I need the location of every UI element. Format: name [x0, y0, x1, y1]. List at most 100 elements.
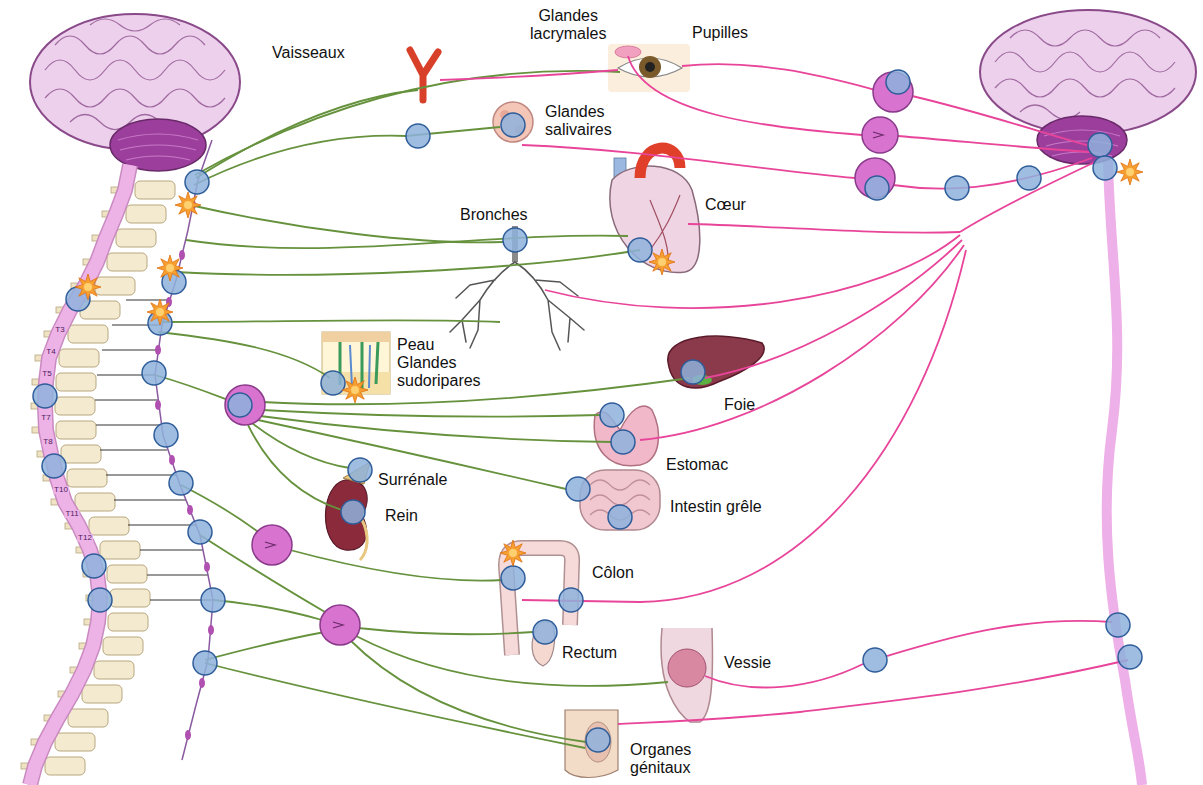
- fibre-line: [248, 425, 342, 510]
- receptor-dot: [501, 113, 525, 137]
- starburst: [147, 299, 173, 325]
- receptor-dot: [501, 566, 525, 590]
- fibre-line: [682, 64, 876, 90]
- vertebra: [95, 277, 135, 295]
- organ-label: Côlon: [590, 564, 636, 582]
- brain-gyrus: [1010, 30, 1160, 46]
- vertebra-label: T11: [64, 510, 79, 518]
- ganglion-circle: [252, 525, 292, 565]
- pelvis-outline: [661, 628, 712, 722]
- ramus-line: [126, 300, 170, 301]
- intestine-shape: [580, 470, 660, 530]
- vertebra: [55, 733, 95, 751]
- brain-gyrus: [45, 60, 225, 80]
- receptor-dot: [82, 554, 106, 578]
- vertebra: [68, 709, 108, 727]
- receptor-dot: [201, 588, 225, 612]
- vertebra-label: T4: [45, 348, 56, 356]
- brain-gyrus: [55, 36, 205, 54]
- vertebra: [61, 445, 101, 463]
- vertebra: [116, 229, 156, 247]
- chain-ganglion: [179, 250, 185, 260]
- vertebra: [56, 421, 96, 439]
- brain-right: [980, 10, 1196, 164]
- vertebra: [94, 661, 134, 679]
- fibre-line: [960, 162, 1095, 232]
- vertebra: [45, 757, 85, 775]
- fibre-line: [196, 90, 418, 178]
- receptor-dot: [533, 620, 557, 644]
- vertebra: [75, 493, 115, 511]
- receptor-dot: [1118, 645, 1142, 669]
- fibre-line: [440, 70, 618, 80]
- ramus-line: [128, 525, 196, 526]
- chain-ganglion: [187, 505, 193, 515]
- receptor-dot: [42, 454, 66, 478]
- fibre-line: [358, 628, 533, 634]
- organ-label: Bronches: [458, 206, 530, 224]
- vertebra: [67, 469, 107, 487]
- fibre-line: [155, 375, 228, 400]
- organ-label: Glandes lacrymales: [528, 7, 608, 43]
- ramus-line: [102, 350, 158, 351]
- genital-organs: [565, 710, 618, 778]
- cerebellum: [110, 119, 206, 171]
- fibre-line: [640, 245, 964, 440]
- vertebra: [108, 613, 148, 631]
- ureter: [360, 520, 367, 560]
- fibre-line: [545, 235, 960, 308]
- receptor-dot: [142, 361, 166, 385]
- receptor-dot: [169, 471, 193, 495]
- blood-vessel: [410, 50, 438, 100]
- vertebra: [89, 517, 129, 535]
- liver: [668, 336, 764, 388]
- vertebra-label: T10: [53, 486, 69, 494]
- chain-ganglion: [199, 678, 205, 688]
- fibre-line: [688, 224, 960, 233]
- vertebra: [135, 181, 175, 199]
- organ-label: Organes génitaux: [628, 741, 693, 777]
- chain-ganglion: [208, 625, 214, 635]
- receptor-dot: [865, 176, 889, 200]
- skin-vessels: [350, 345, 370, 388]
- iris: [639, 56, 661, 78]
- fibre-line: [252, 423, 350, 468]
- bladder-shape: [668, 649, 706, 687]
- receptor-dot: [863, 648, 887, 672]
- genital-shape: [565, 710, 618, 778]
- pupil: [645, 62, 655, 72]
- receptor-dot: [88, 588, 112, 612]
- fibre-line: [350, 640, 586, 742]
- receptor-dot: [185, 170, 209, 194]
- ramus-line: [147, 575, 208, 576]
- starburst: [157, 255, 183, 281]
- fibre-line: [213, 600, 322, 620]
- starbursts: [75, 159, 1143, 566]
- salivary-gland: [493, 102, 533, 142]
- fibre-line: [190, 205, 503, 242]
- vertebra-label: T7: [40, 414, 51, 422]
- ramus-line: [100, 450, 167, 451]
- vertebra: [107, 253, 147, 271]
- starburst: [500, 540, 526, 566]
- receptor-dot: [1017, 166, 1041, 190]
- receptor-dot: [566, 477, 590, 501]
- vertebra: [56, 373, 96, 391]
- receptor-dot: [886, 70, 910, 94]
- ganglia: [225, 72, 913, 645]
- vessel-shape: [410, 50, 438, 100]
- brain-gyrus: [45, 89, 225, 107]
- organ-label: Rectum: [560, 644, 619, 662]
- chain-ganglion: [204, 562, 210, 572]
- ramus-line: [106, 475, 177, 476]
- fibre-line: [162, 320, 500, 322]
- receptor-dot: [503, 228, 527, 252]
- parasympathetic-fibres: [440, 56, 1128, 724]
- fibre-line: [356, 636, 668, 686]
- organ-label: Surrénale: [376, 471, 449, 489]
- organ-label: Peau: [395, 336, 436, 354]
- vertebra-label: T12: [77, 534, 93, 542]
- organ-label: Glandes sudoripares: [395, 354, 483, 390]
- receptor-dot: [228, 393, 252, 417]
